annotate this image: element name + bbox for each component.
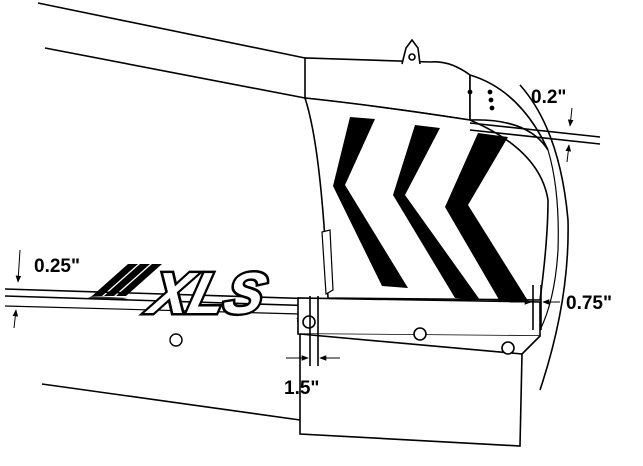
top-dim-arrow-2 [565,144,572,163]
edge-lower-plate [299,334,541,447]
logo-chevron-base [88,296,128,300]
wing-hook-hole [408,53,416,61]
bolt-hole [169,333,183,347]
dimension-bottom: 1.5" [284,296,340,399]
logo-chevron-2 [104,264,150,296]
edge-fold-line [299,333,523,355]
dimension-label-left: 0.25" [34,256,80,277]
chevron-stripe-3 [445,133,535,312]
dimension-label-bottom: 1.5" [284,378,319,399]
logo-chevron-1 [92,264,138,296]
strip-stripe-lower [4,305,301,315]
strip-stripe-line [4,295,321,307]
rivet [467,89,473,95]
moldboard-bottom-edge [41,383,301,421]
xls-logo: XLS TM [88,259,304,328]
logo-chevron-3 [116,264,162,296]
moldboard-upper-edge [44,47,306,99]
top-stripe-line [469,122,601,138]
left-dim-arrow-1 [15,249,22,283]
left-dim-arrow-2 [12,309,19,329]
dimension-label-right: 0.75" [566,293,612,314]
dimension-right: 0.75" [510,285,612,330]
top-dim-arrow-1 [567,107,574,127]
logo-wordmark: XLS [141,262,273,326]
strip-top-edge [4,288,321,300]
rivet [489,105,495,111]
dimension-label-top: 0.2" [531,87,566,108]
cutting-edge [297,297,541,447]
bolt-hole [413,327,427,341]
wing-outer-edge [519,84,569,391]
dimension-top: 0.2" [469,87,601,163]
moldboard-top-edge [37,2,306,59]
top-stripe-line-2 [469,129,601,145]
chevron-decal [333,117,535,312]
moldboard [37,2,306,421]
wing-inner-edge [539,149,559,331]
dimension-left: 0.25" [12,249,80,329]
bolt-hole [501,341,515,355]
wing-side-flap [321,229,334,295]
chevron-stripe-1 [333,117,408,288]
left-blade-strip [4,288,321,347]
bolt-hole [302,315,316,329]
rivet [488,97,494,103]
chevron-stripe-2 [393,125,480,300]
rivet [487,89,493,95]
